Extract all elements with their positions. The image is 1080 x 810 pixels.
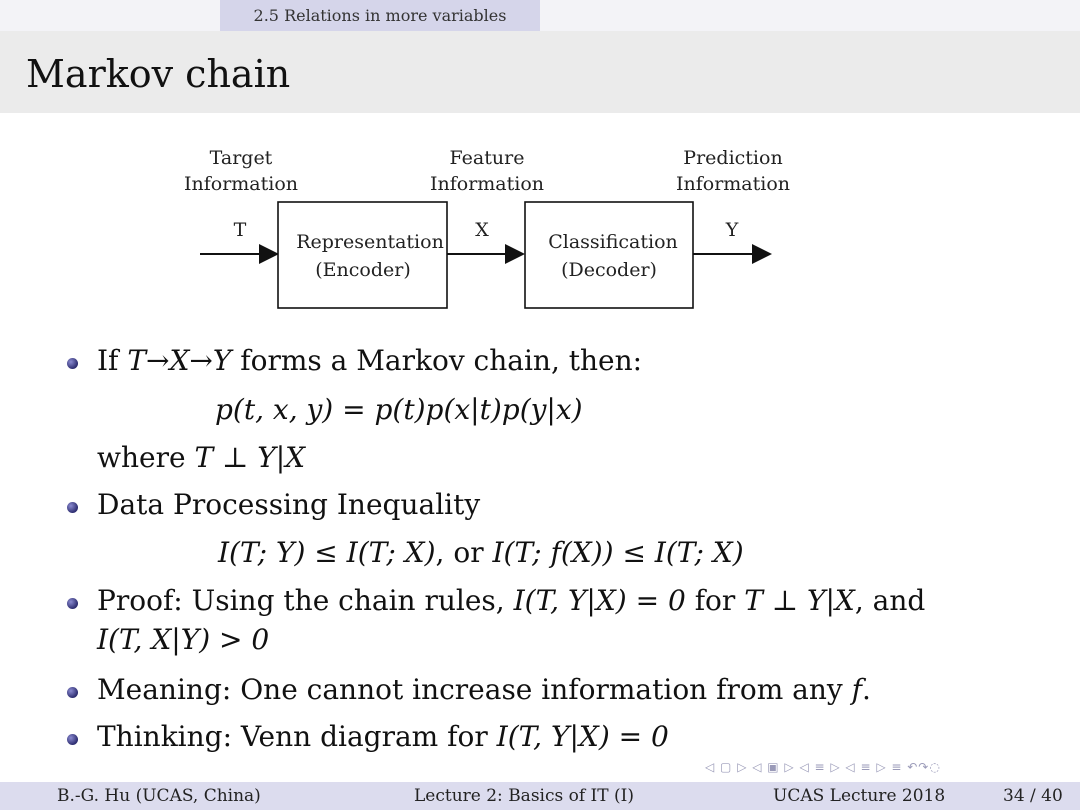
- math-dpi-a: I(T; Y) ≤ I(T; X): [218, 536, 436, 569]
- text-period: .: [862, 673, 871, 706]
- equation-dpi: I(T; Y) ≤ I(T; X), or I(T; f(X)) ≤ I(T; …: [218, 536, 744, 569]
- signal-t-label: T: [234, 219, 247, 241]
- equation-joint-probability: p(t, x, y) = p(t)p(x|t)p(y|x): [215, 393, 583, 426]
- footer-author: B.-G. Hu (UCAS, China): [57, 786, 261, 806]
- line-meaning: Meaning: One cannot increase information…: [97, 673, 871, 706]
- feature-label-line2: Information: [430, 173, 544, 195]
- prediction-label-line1: Prediction: [683, 147, 782, 169]
- decoder-label-line2: (Decoder): [561, 259, 657, 281]
- section-nav-tab[interactable]: 2.5 Relations in more variables: [220, 0, 540, 31]
- signal-x-label: X: [475, 219, 489, 241]
- math-f: f: [851, 673, 862, 706]
- text-or: , or: [435, 536, 493, 569]
- bullet-dpi: [67, 502, 78, 513]
- bullet-proof: [67, 598, 78, 609]
- math-dpi-b: I(T; f(X)) ≤ I(T; X): [492, 536, 744, 569]
- slide-title: Markov chain: [26, 52, 291, 96]
- text-and: , and: [854, 584, 926, 617]
- footer-page-number: 34 / 40: [1003, 786, 1063, 806]
- header-band: [0, 0, 1080, 31]
- math-proof-2: T ⊥ Y|X: [744, 584, 855, 617]
- markov-chain-diagram: Target Information Feature Information P…: [184, 147, 790, 309]
- encoder-label-line1: Representation: [296, 231, 444, 253]
- text-forms: forms a Markov chain, then:: [231, 344, 643, 377]
- line-thinking: Thinking: Venn diagram for I(T, Y|X) = 0: [97, 720, 669, 753]
- math-proof-3: I(T, X|Y) > 0: [97, 623, 270, 656]
- encoder-box: [277, 201, 448, 309]
- text-for: for: [685, 584, 745, 617]
- signal-y-label: Y: [725, 219, 739, 241]
- title-band: [0, 31, 1080, 113]
- footer-bar: B.-G. Hu (UCAS, China) Lecture 2: Basics…: [0, 782, 1080, 810]
- text-proof: Proof: Using the chain rules,: [97, 584, 514, 617]
- bullet-markov: [67, 358, 78, 369]
- line-dpi-heading: Data Processing Inequality: [97, 488, 481, 521]
- text-where: where: [97, 441, 195, 474]
- math-proof-1: I(T, Y|X) = 0: [513, 584, 686, 617]
- math-conditional-independence: T ⊥ Y|X: [194, 441, 306, 474]
- footer-venue: UCAS Lecture 2018: [773, 786, 946, 806]
- line-markov-statement: If T→X→Y forms a Markov chain, then:: [97, 344, 642, 377]
- target-label-line2: Information: [184, 173, 298, 195]
- prediction-label-line2: Information: [676, 173, 790, 195]
- text-thinking: Thinking: Venn diagram for: [97, 720, 497, 753]
- line-proof: Proof: Using the chain rules, I(T, Y|X) …: [97, 584, 925, 617]
- feature-label-line1: Feature: [450, 147, 525, 169]
- math-markov-chain: T→X→Y: [127, 344, 232, 377]
- text-if: If: [97, 344, 128, 377]
- bullet-thinking: [67, 734, 78, 745]
- decoder-box: [524, 201, 694, 309]
- math-venn: I(T, Y|X) = 0: [496, 720, 669, 753]
- target-label-line1: Target: [210, 147, 273, 169]
- encoder-label-line2: (Encoder): [315, 259, 411, 281]
- bullet-meaning: [67, 687, 78, 698]
- footer-lecture: Lecture 2: Basics of IT (I): [414, 786, 634, 806]
- line-where: where T ⊥ Y|X: [97, 441, 305, 474]
- decoder-label-line1: Classification: [548, 231, 678, 253]
- text-meaning: Meaning: One cannot increase information…: [97, 673, 852, 706]
- beamer-nav-controls[interactable]: ◁ ▢ ▷ ◁ ▣ ▷ ◁ ≡ ▷ ◁ ≡ ▷ ≡ ↶↷◌: [705, 760, 941, 774]
